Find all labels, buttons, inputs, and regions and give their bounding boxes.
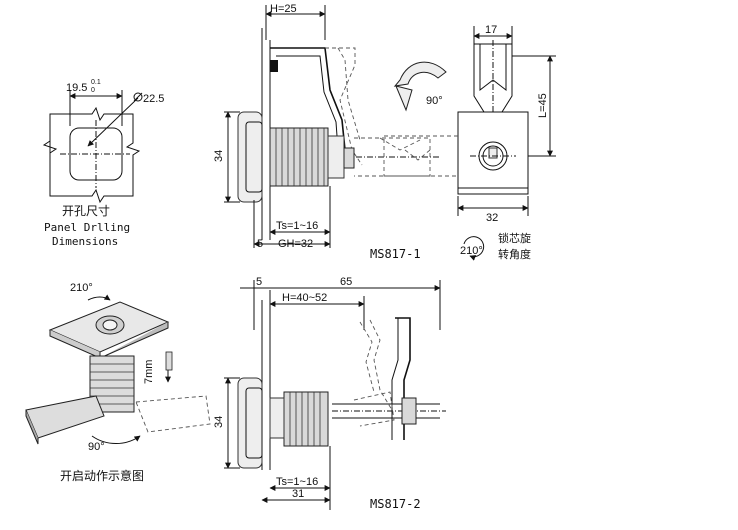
front-bottom-label: 32 (486, 212, 498, 224)
front-body (457, 111, 529, 195)
ms817-1-h-label: H=25 (270, 3, 297, 15)
ms817-1-gh-label: GH=32 (278, 238, 313, 250)
panel-drilling-diagram: 19.5 0.1 0 22.5 开孔尺寸 Panel Drllin​g Dime… (42, 79, 164, 248)
iso-angle-top: 210° (70, 282, 93, 294)
drill-title-cn: 开孔尺寸 (62, 204, 110, 218)
drill-tol-sub: 0 (91, 87, 95, 94)
rotation-note-cn-2: 转角度 (498, 247, 531, 261)
iso-angle-bottom: 90° (88, 441, 105, 453)
rotation-note: 210° 锁芯旋 转角度 (460, 231, 531, 261)
ms817-2-h-label: H=40~52 (282, 292, 327, 304)
ms817-2-threaded-body (283, 391, 329, 447)
ms817-2-five-label: 5 (256, 276, 262, 288)
panel-outline (49, 106, 141, 204)
front-rotation-label: 90° (426, 95, 443, 107)
rotation-note-icon (463, 236, 485, 261)
iso-seven-mm: 7mm (143, 360, 155, 384)
rotation-arrow-icon (393, 61, 447, 87)
ms817-2-ts-label: Ts=1~16 (276, 476, 318, 488)
panel-break-left (42, 140, 58, 154)
ms817-1-side-view: H=25 34 (213, 3, 440, 261)
ms817-1-model: MS817-1 (370, 247, 421, 261)
ms817-2-side-view: 5 65 H=40~52 34 (213, 276, 446, 511)
drill-tol-sup: 0.1 (91, 79, 101, 86)
ms817-2-31-label: 31 (292, 488, 304, 500)
front-top-label: 17 (485, 24, 497, 36)
rotation-note-cn-1: 锁芯旋 (498, 231, 531, 245)
drill-diameter-label: 22.5 (143, 93, 164, 105)
drill-title-en-1: Panel Drllin​g (44, 221, 130, 234)
ms817-2-65-label: 65 (340, 276, 352, 288)
ms817-2-height-label: 34 (213, 416, 225, 428)
ms817-1-height-label: 34 (213, 150, 225, 162)
iso-lever (25, 395, 105, 439)
threaded-body (269, 127, 329, 187)
iso-title-cn: 开启动作示意图 (60, 468, 144, 483)
flange (237, 111, 263, 203)
cam-arm (270, 47, 346, 151)
ms817-1-ts-label: Ts=1~16 (276, 220, 318, 232)
front-view: 17 L=45 32 90° (383, 24, 556, 224)
isometric-view: 210° 7mm 90° 开启动作示意图 (25, 282, 211, 483)
ms817-2-model: MS817-2 (370, 497, 421, 511)
ms817-1-five-label: 5 (257, 238, 263, 250)
drill-title-en-2: Dimensions (52, 235, 118, 248)
drill-width-label: 19.5 (66, 82, 87, 94)
front-l-label: L=45 (537, 93, 549, 118)
rotation-note-angle: 210° (460, 245, 483, 257)
